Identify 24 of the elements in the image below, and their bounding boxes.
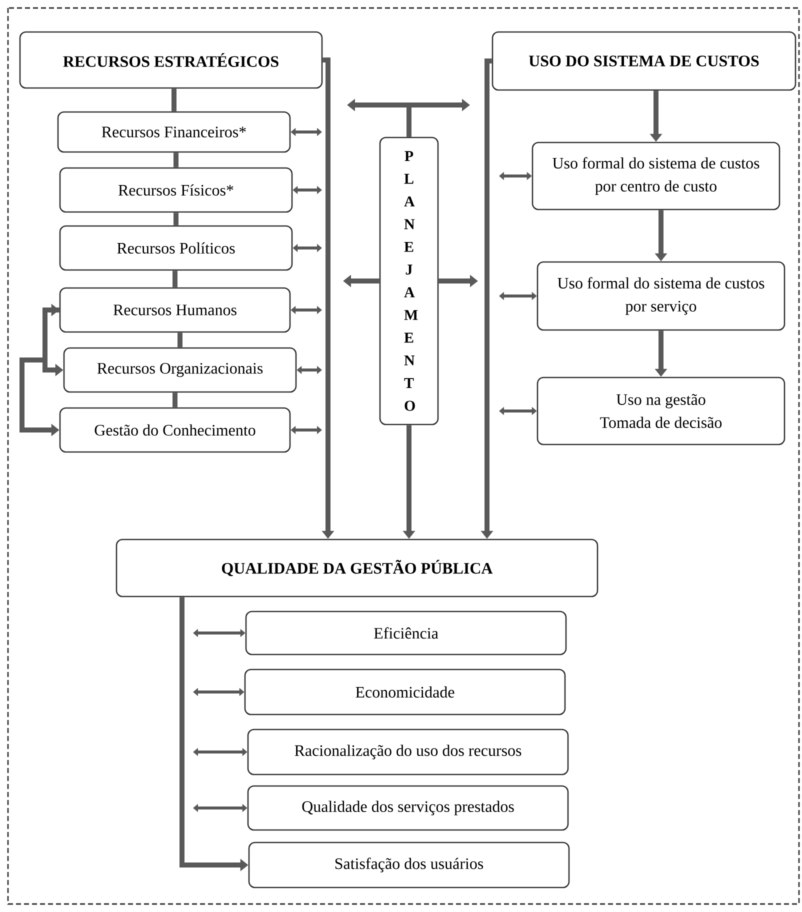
process-box: Economicidade [244, 668, 566, 716]
process-box: Gestão do Conhecimento [59, 407, 291, 453]
process-box: Racionalização do uso dos recursos [247, 728, 569, 776]
heading-box: QUALIDADE DA GESTÃO PÚBLICA [116, 538, 598, 598]
process-box: Uso formal do sistema de custos por centro de custo [532, 142, 780, 210]
process-box: Uso na gestão Tomada de decisão [536, 376, 786, 446]
process-box: Qualidade dos serviços prestados [247, 785, 569, 831]
process-box: Recursos Humanos [59, 287, 291, 333]
heading-box: USO DO SISTEMA DE CUSTOS [492, 31, 796, 91]
connector-line [174, 212, 178, 226]
process-box: Satisfação dos usuários [248, 842, 570, 888]
planning-box: PLANEJAMENTO [379, 136, 439, 426]
connector-line [172, 270, 178, 288]
connector-line [178, 332, 182, 348]
connector-line [174, 152, 178, 168]
heading-box: RECURSOS ESTRATÉGICOS [19, 31, 323, 89]
process-box: Recursos Físicos* [59, 167, 293, 213]
process-box: Recursos Organizacionais [63, 347, 297, 393]
process-box: Eficiência [245, 610, 567, 656]
connector-line [172, 88, 176, 112]
process-box: Uso formal do sistema de custos por serviço [536, 261, 786, 331]
connector-line [172, 392, 178, 408]
process-box: Recursos Políticos [59, 225, 293, 271]
process-box: Recursos Financeiros* [57, 111, 291, 153]
